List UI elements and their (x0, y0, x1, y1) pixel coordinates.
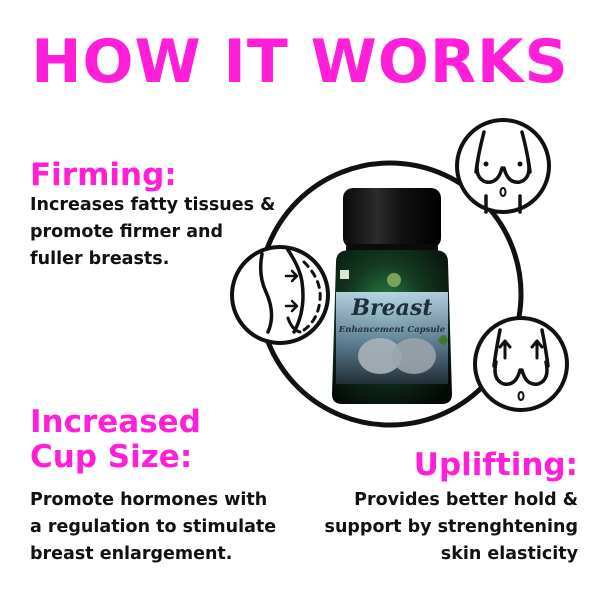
firming-line-2: promote firmer and (30, 222, 223, 243)
cup-size-line-2: a regulation to stimulate (30, 517, 277, 538)
front-torso-icon (455, 118, 551, 214)
uplifting-line-1: Provides better hold & (354, 490, 578, 510)
firming-line-1: Increases fatty tissues & (30, 195, 276, 215)
cup-size-heading: Increased Cup Size: (30, 405, 201, 474)
uplifting-line-2: support by strenghtening (324, 517, 578, 538)
page-title: HOW IT WORKS (31, 27, 569, 97)
firming-description: Increases fatty tissues & promote firmer… (30, 192, 275, 273)
cup-size-description: Promote hormones with a regulation to st… (30, 487, 276, 568)
cup-size-line-1: Promote hormones with (30, 490, 268, 510)
lifted-torso-icon (473, 316, 569, 412)
firming-heading: Firming: (30, 157, 177, 193)
uplifting-line-3: skin elasticity (440, 544, 578, 565)
uplifting-description: Provides better hold & support by streng… (325, 487, 578, 568)
side-profile-icon (230, 245, 330, 345)
product-bottle: Breast Enhancement Capsule (332, 188, 452, 404)
uplifting-heading: Uplifting: (413, 447, 578, 483)
cup-size-heading-line-1: Increased (30, 404, 201, 440)
bottle-label-subtitle: Enhancement Capsule (338, 325, 446, 335)
cup-size-heading-line-2: Cup Size: (30, 438, 193, 475)
firming-line-3: fuller breasts. (30, 249, 170, 270)
cup-size-line-3: breast enlargement. (30, 544, 233, 565)
bottle-label-title: Breast (351, 295, 433, 321)
